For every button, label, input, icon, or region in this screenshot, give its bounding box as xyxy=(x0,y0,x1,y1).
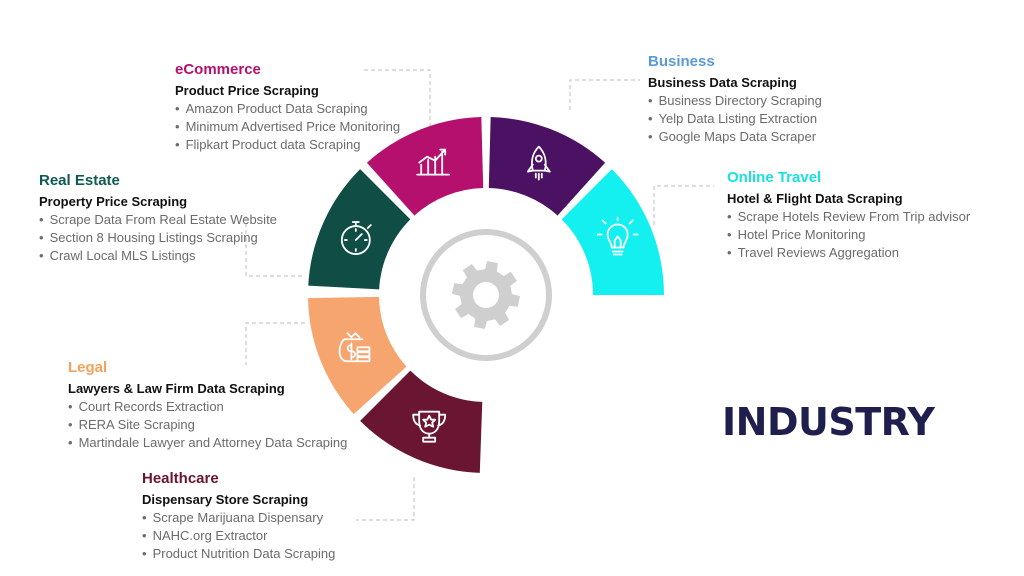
gear-hole xyxy=(473,282,499,308)
ecommerce-subtitle: Product Price Scraping xyxy=(175,83,319,98)
ecommerce-category: eCommerce xyxy=(175,61,261,78)
industry-title: INDUSTRY xyxy=(722,400,935,444)
gear-icon xyxy=(420,229,552,361)
ecommerce-block: eCommerce Product Price Scraping Amazon … xyxy=(175,61,400,154)
online-travel-category: Online Travel xyxy=(727,169,822,186)
money-bag-icon xyxy=(338,332,371,363)
connector-business xyxy=(569,79,640,110)
list-item: Business Directory Scraping xyxy=(648,92,822,110)
legal-subtitle: Lawyers & Law Firm Data Scraping xyxy=(68,381,285,396)
list-item: Google Maps Data Scraper xyxy=(648,128,822,146)
list-item: Travel Reviews Aggregation xyxy=(727,244,970,262)
stopwatch-icon xyxy=(340,221,372,255)
list-item: Martindale Lawyer and Attorney Data Scra… xyxy=(68,434,348,452)
list-item: Court Records Extraction xyxy=(68,398,347,416)
ring-segment-healthcare xyxy=(360,370,483,473)
trophy-icon xyxy=(412,410,447,443)
list-item: Product Nutrition Data Scraping xyxy=(142,545,336,563)
list-item: Amazon Product Data Scraping xyxy=(175,100,400,118)
rocket-icon xyxy=(526,145,551,181)
list-item: NAHC.org Extractor xyxy=(142,527,335,545)
ring-segments xyxy=(308,117,664,473)
real-estate-block: Real Estate Property Price Scraping Scra… xyxy=(39,172,277,265)
connector-real-estate xyxy=(245,216,305,277)
connector-ecommerce xyxy=(364,69,431,140)
bar-chart-icon xyxy=(416,148,451,176)
connector-legal xyxy=(245,322,305,365)
list-item: Minimum Advertised Price Monitoring xyxy=(175,118,401,136)
list-item: Scrape Data From Real Estate Website xyxy=(39,211,277,229)
ring-segment-online-travel xyxy=(561,169,664,295)
online-travel-subtitle: Hotel & Flight Data Scraping xyxy=(727,191,903,206)
real-estate-category: Real Estate xyxy=(39,172,120,189)
legal-block: Legal Lawyers & Law Firm Data Scraping C… xyxy=(68,359,347,452)
list-item: Yelp Data Listing Extraction xyxy=(648,110,822,128)
list-item: Scrape Marijuana Dispensary xyxy=(142,509,335,527)
legal-category: Legal xyxy=(68,359,108,376)
healthcare-category: Healthcare xyxy=(142,470,219,487)
list-item: Flipkart Product data Scraping xyxy=(175,136,400,154)
list-item: Scrape Hotels Review From Trip advisor xyxy=(727,208,971,226)
connector-online-travel xyxy=(653,185,714,225)
business-block: Business Business Data Scraping Business… xyxy=(648,53,822,146)
connector-healthcare xyxy=(356,477,415,521)
online-travel-block: Online Travel Hotel & Flight Data Scrapi… xyxy=(727,169,970,262)
list-item: RERA Site Scraping xyxy=(68,416,347,434)
lightbulb-icon xyxy=(596,216,639,256)
gear-ring xyxy=(420,229,552,361)
business-category: Business xyxy=(648,53,715,70)
healthcare-subtitle: Dispensary Store Scraping xyxy=(142,492,309,507)
healthcare-block: Healthcare Dispensary Store Scraping Scr… xyxy=(142,470,335,563)
real-estate-subtitle: Property Price Scraping xyxy=(39,194,188,209)
list-item: Section 8 Housing Listings Scraping xyxy=(39,229,277,247)
list-item: Crawl Local MLS Listings xyxy=(39,247,277,265)
ring-segment-real-estate xyxy=(308,169,411,290)
business-subtitle: Business Data Scraping xyxy=(648,75,797,90)
list-item: Hotel Price Monitoring xyxy=(727,226,970,244)
connector-lines xyxy=(245,69,714,521)
